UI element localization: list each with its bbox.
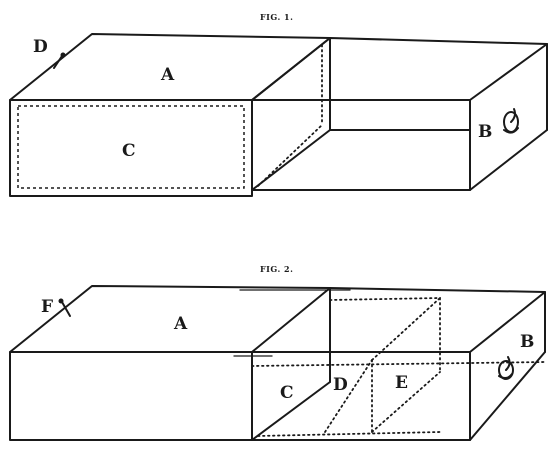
fig2-outer-case (251, 287, 546, 441)
figure-1-caption: FIG. 1. (260, 12, 293, 22)
fig2-label-e: E (395, 373, 408, 393)
fig2-label-f: F (41, 297, 53, 317)
fig2-knob (498, 356, 514, 380)
fig2-label-b: B (520, 332, 534, 352)
figure-2-caption: FIG. 2. (260, 264, 293, 274)
fig1-label-c: C (122, 141, 136, 161)
fig1-drawer (9, 33, 331, 197)
fig1-knob (503, 108, 519, 134)
fig2-label-d: D (333, 375, 348, 395)
figure-1: FIG. 1. (9, 12, 548, 197)
fig1-outer-case (251, 37, 548, 191)
fig1-pin (53, 52, 66, 69)
fig2-label-a: A (173, 314, 188, 334)
fig1-label-a: A (160, 65, 175, 85)
fig2-label-c: C (280, 383, 294, 403)
fig2-inner-compartment (257, 287, 441, 437)
figure-2: FIG. 2. (9, 264, 546, 441)
fig2-drawer (9, 285, 351, 441)
fig1-label-b: B (478, 122, 492, 142)
fig1-label-d: D (33, 37, 48, 57)
fig2-pin (58, 298, 71, 317)
